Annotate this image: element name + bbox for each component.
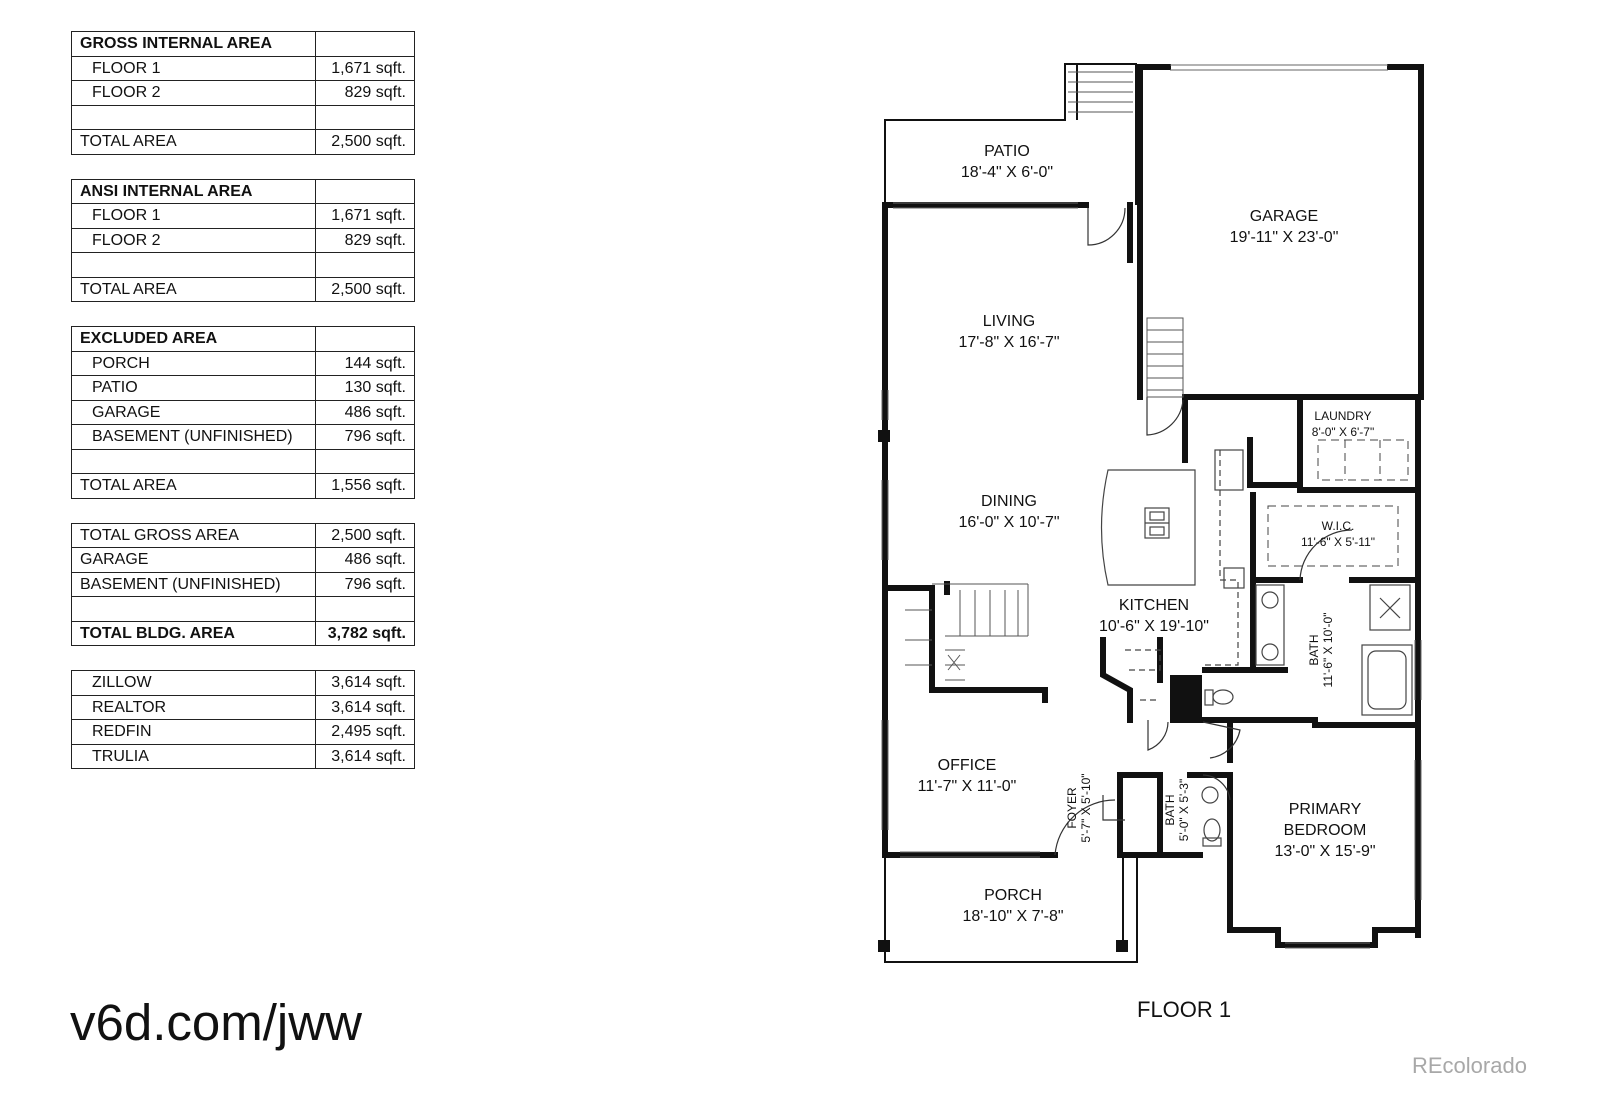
- room-name-foyer: FOYER: [1065, 787, 1079, 829]
- garage-stairs: [1146, 317, 1184, 398]
- bath-fixtures: [1201, 584, 1413, 847]
- room-name-laundry: LAUNDRY: [1314, 409, 1371, 423]
- room-dims-dining: 16'-0" X 10'-7": [958, 514, 1059, 531]
- half-bath-wall: [1117, 772, 1163, 858]
- room-name-living: LIVING: [983, 313, 1035, 330]
- patio-outline: [884, 63, 1137, 205]
- pantry-wall: [1100, 637, 1133, 723]
- bath-bottom-wall: [1202, 717, 1421, 728]
- table-row: [71, 252, 415, 278]
- foyer-wall: [1117, 772, 1203, 858]
- wall-post: [878, 430, 890, 442]
- room-name-patio: PATIO: [984, 143, 1030, 160]
- room-name-porch: PORCH: [984, 887, 1042, 904]
- room-name-wic: W.I.C.: [1322, 519, 1355, 533]
- patio-steps: [1068, 71, 1133, 113]
- room-name-primary-bedroom-2: BEDROOM: [1284, 822, 1367, 839]
- garage-wall: [1137, 64, 1171, 400]
- room-name-garage: GARAGE: [1250, 208, 1318, 225]
- shower: [1369, 584, 1411, 631]
- watermark: REcolorado: [1412, 1053, 1527, 1078]
- room-dims-patio: 18'-4" X 6'-0": [961, 164, 1053, 181]
- listing-url: v6d.com/jww: [70, 994, 362, 1051]
- room-dims-living: 17'-8" X 16'-7": [958, 334, 1059, 351]
- room-dims-wic: 11'-6" X 5'-11": [1301, 535, 1375, 549]
- toilet-icon: [1212, 689, 1234, 705]
- bedroom-west-wall: [1227, 772, 1421, 948]
- table-row: [71, 104, 415, 130]
- sink-icon: [1201, 786, 1219, 804]
- sink-icon: [1261, 591, 1279, 609]
- room-name-dining: DINING: [981, 493, 1037, 510]
- wall-post: [878, 940, 890, 952]
- porch-outline: [884, 855, 1138, 963]
- table-row: BASEMENT (UNFINISHED)796 sqft.: [71, 571, 415, 597]
- closet-shelving: [1267, 439, 1409, 567]
- laundry-wall: [1247, 437, 1303, 488]
- interior-stairs: [905, 583, 1029, 681]
- room-dims-bath-half: 5'-0" X 5'-3": [1177, 779, 1191, 841]
- bathtub: [1361, 644, 1413, 716]
- room-name-bath-primary: BATH: [1307, 634, 1321, 665]
- room-name-kitchen: KITCHEN: [1119, 597, 1189, 614]
- room-name-bath-half: BATH: [1163, 794, 1177, 825]
- room-dims-bath-primary: 11'-6" X 10'-0": [1321, 613, 1335, 688]
- table-title: GROSS INTERNAL AREA: [71, 31, 316, 57]
- room-dims-laundry: 8'-0" X 6'-7": [1312, 425, 1374, 439]
- room-name-primary-bedroom: PRIMARY: [1289, 801, 1362, 818]
- room-dims-primary-bedroom: 13'-0" X 15'-9": [1274, 843, 1375, 860]
- room-dims-kitchen: 10'-6" X 19'-10": [1099, 618, 1209, 635]
- laundry-right-wall: [1297, 394, 1421, 493]
- room-dims-porch: 18'-10" X 7'-8": [962, 908, 1063, 925]
- stair-wall: [882, 585, 1048, 703]
- windows: [881, 64, 1422, 949]
- room-dims-office: 11'-7" X 11'-0": [918, 778, 1017, 795]
- vanity: [1255, 584, 1285, 666]
- floor-caption: FLOOR 1: [1137, 997, 1232, 1022]
- table-title: ANSI INTERNAL AREA: [71, 178, 316, 204]
- door-swings: [1054, 207, 1353, 856]
- sink-icon: [1261, 643, 1279, 661]
- room-name-office: OFFICE: [938, 757, 997, 774]
- room-dims-foyer: 5'-7" X 5'-10": [1079, 773, 1093, 842]
- kitchen-island: [1100, 469, 1196, 586]
- utility-block: [1170, 675, 1202, 723]
- toilet-icon: [1203, 818, 1221, 842]
- kitchen-fixtures: [1100, 449, 1245, 701]
- room-dims-garage: 19'-11" X 23'-0": [1230, 229, 1339, 246]
- wall-post: [1116, 940, 1128, 952]
